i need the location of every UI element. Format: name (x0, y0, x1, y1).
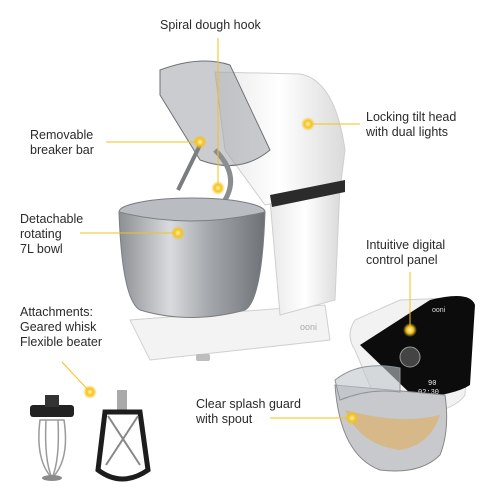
dough (345, 410, 440, 450)
callout-splash-guard-line2: with spout (196, 412, 253, 426)
main-mixer-image: ooni (118, 60, 346, 361)
control-knob (399, 346, 421, 368)
callout-tilt-head-line2: with dual lights (366, 125, 448, 139)
callout-splash-guard-line1: Clear splash guard (196, 397, 301, 411)
callout-attachments: Attachments: Geared whisk Flexible beate… (20, 305, 102, 350)
callout-splash-guard: Clear splash guard with spout (196, 397, 301, 427)
callout-bowl-line3: 7L bowl (20, 242, 63, 256)
callout-control-panel-line1: Intuitive digital (366, 238, 446, 252)
secondary-mixer-image: ooni 90 02:30 (334, 296, 475, 472)
callout-dough-hook-text: Spiral dough hook (160, 18, 261, 32)
callout-bowl: Detachable rotating 7L bowl (20, 212, 83, 257)
callout-bowl-line2: rotating (20, 227, 62, 241)
callout-attachments-line2: Geared whisk (20, 320, 97, 334)
callout-control-panel: Intuitive digital control panel (366, 238, 445, 268)
callout-attachments-line3: Flexible beater (20, 335, 102, 349)
panel-logo: ooni (432, 307, 446, 314)
callout-tilt-head: Locking tilt head with dual lights (366, 110, 456, 140)
callout-breaker-bar-line2: breaker bar (30, 143, 94, 157)
callout-attachments-line1: Attachments: (20, 305, 93, 319)
callout-dough-hook: Spiral dough hook (160, 18, 261, 33)
callout-control-panel-line2: control panel (366, 253, 438, 267)
brand-logo: ooni (300, 322, 317, 332)
display-value-temp: 90 (428, 380, 436, 388)
callout-breaker-bar-line1: Removable (30, 128, 94, 142)
callout-markers (61, 38, 417, 425)
callout-breaker-bar: Removable breaker bar (30, 128, 94, 158)
callout-tilt-head-line1: Locking tilt head (366, 110, 457, 124)
callout-bowl-line1: Detachable (20, 212, 84, 226)
attachments-image (30, 390, 151, 482)
